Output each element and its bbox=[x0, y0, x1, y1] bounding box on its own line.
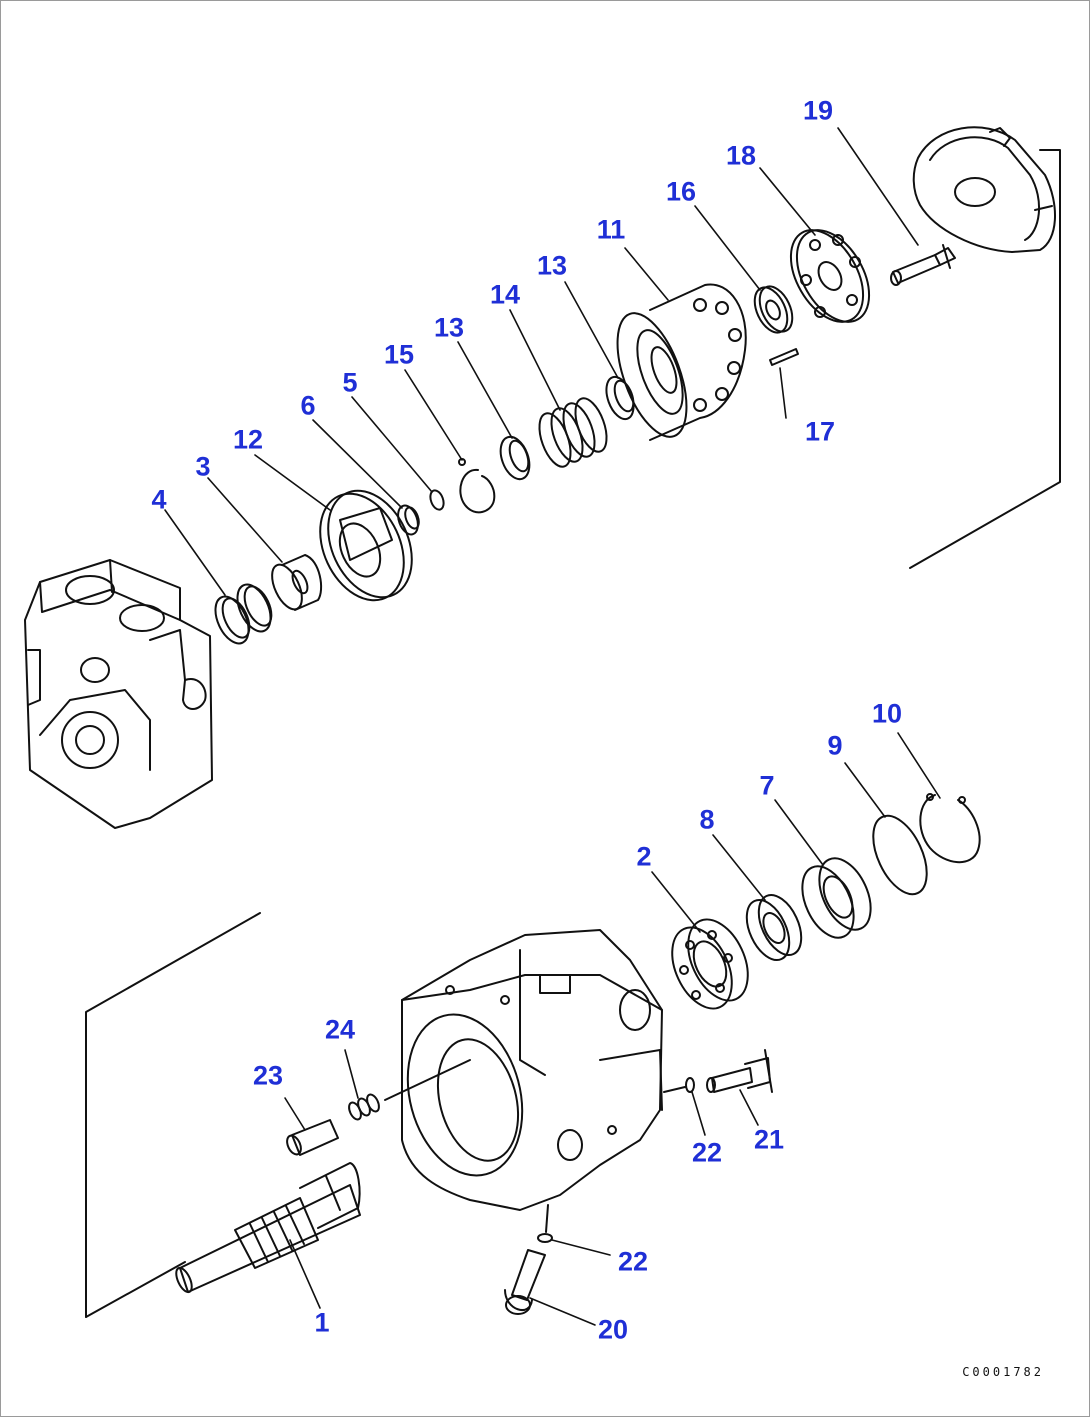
callout-21: 21 bbox=[753, 1124, 785, 1155]
upper-frame-lines bbox=[909, 149, 1061, 569]
end-cover bbox=[912, 126, 1056, 253]
callout-12: 12 bbox=[232, 424, 264, 455]
callout-5: 5 bbox=[342, 367, 358, 398]
callout-15: 15 bbox=[383, 339, 415, 370]
callout-23: 23 bbox=[252, 1060, 284, 1091]
callout-11: 11 bbox=[596, 214, 626, 245]
part-22-o-ring-lower bbox=[537, 1204, 553, 1243]
callout-6: 6 bbox=[300, 390, 316, 421]
part-4-seal-rings bbox=[214, 583, 273, 645]
callout-4: 4 bbox=[151, 484, 167, 515]
callout-17: 17 bbox=[804, 416, 836, 447]
part-2-bearing bbox=[671, 918, 749, 1010]
lower-frame-lines bbox=[85, 912, 261, 1318]
part-3-bushing bbox=[271, 554, 323, 611]
part-7-bearing bbox=[801, 857, 872, 939]
lower-housing bbox=[401, 929, 663, 1211]
part-14-spring bbox=[538, 397, 608, 468]
part-9-o-ring bbox=[872, 814, 928, 896]
part-1-shaft bbox=[175, 1162, 361, 1294]
part-5-ring bbox=[429, 489, 445, 511]
callout-13-left: 13 bbox=[433, 312, 465, 343]
upper-housing bbox=[24, 559, 213, 829]
part-6-seal bbox=[397, 504, 420, 536]
part-16-bearing bbox=[753, 285, 794, 334]
callout-19: 19 bbox=[802, 95, 834, 126]
callout-13-right: 13 bbox=[536, 250, 568, 281]
callout-22-upper: 22 bbox=[691, 1137, 723, 1168]
part-24-o-rings bbox=[348, 1059, 471, 1121]
callout-20: 20 bbox=[597, 1314, 629, 1345]
callout-14: 14 bbox=[489, 279, 521, 310]
callout-7: 7 bbox=[759, 770, 775, 801]
callout-1: 1 bbox=[314, 1307, 330, 1338]
part-20-fitting bbox=[504, 1249, 546, 1315]
part-12-swash-plate bbox=[319, 489, 413, 602]
part-17-pin bbox=[769, 348, 799, 366]
callout-10: 10 bbox=[871, 698, 903, 729]
part-13-ring-left bbox=[499, 435, 531, 481]
callout-24: 24 bbox=[324, 1014, 356, 1045]
part-23-plug bbox=[286, 1119, 339, 1156]
part-13-ring-right bbox=[605, 375, 635, 421]
callout-3: 3 bbox=[195, 451, 211, 482]
drawing-code: C0001782 bbox=[962, 1365, 1044, 1379]
part-10-snap-ring bbox=[919, 793, 981, 864]
part-21-fitting bbox=[706, 1049, 773, 1093]
callout-2: 2 bbox=[636, 841, 652, 872]
callout-16: 16 bbox=[665, 176, 697, 207]
part-22-o-ring-upper bbox=[663, 1077, 695, 1093]
callout-18: 18 bbox=[725, 140, 757, 171]
callout-22-lower: 22 bbox=[617, 1246, 649, 1277]
callout-8: 8 bbox=[699, 804, 715, 835]
part-19-pin bbox=[890, 244, 956, 286]
part-15-snap-ring bbox=[458, 458, 496, 514]
part-18-valve-plate bbox=[789, 229, 871, 323]
leader-lines bbox=[164, 127, 941, 1326]
part-8-oil-seal bbox=[745, 894, 803, 961]
part-11-cylinder-block bbox=[616, 283, 747, 441]
callout-9: 9 bbox=[827, 730, 843, 761]
